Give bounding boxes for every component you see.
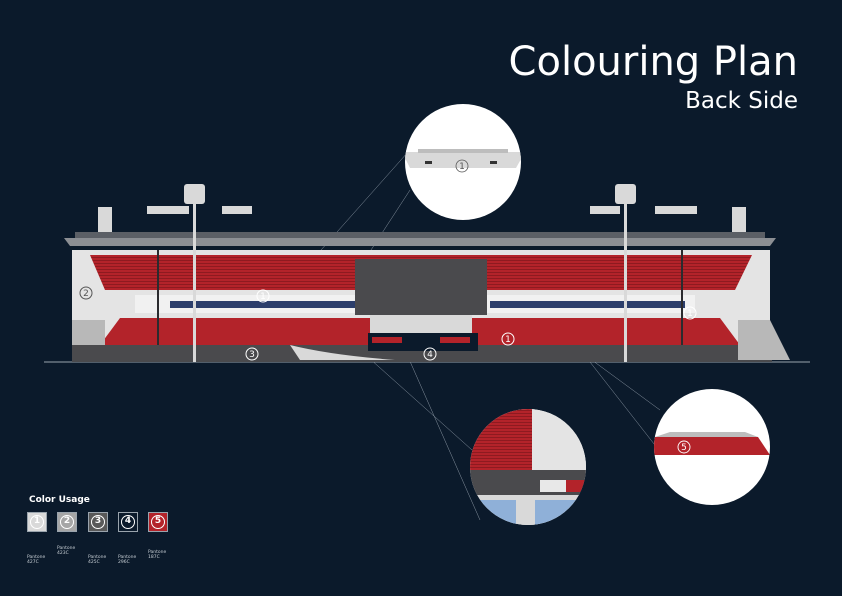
svg-text:4: 4: [427, 350, 433, 360]
left-stairs: [72, 320, 105, 345]
swatch-5-pantone: Pantone 187C: [148, 550, 167, 560]
marker-4-entrance: 4: [423, 347, 437, 361]
svg-text:5: 5: [681, 443, 687, 453]
legend-title: Color Usage: [29, 495, 90, 505]
page-title: Colouring Plan: [508, 39, 798, 85]
marker-1-base: 1: [501, 332, 515, 346]
floodlight-left: [184, 184, 205, 362]
concourse-windows: [170, 301, 685, 308]
swatch-2: 2: [57, 512, 77, 532]
right-stairs: [738, 320, 790, 360]
roof: [64, 238, 776, 246]
svg-text:1: 1: [505, 335, 511, 345]
swatch-3-pantone: Pantone 425C: [88, 555, 107, 565]
plaza-ramp: [290, 345, 395, 360]
entrance-sign-right: [440, 337, 470, 343]
swatch-1-pantone: Pantone 427C: [27, 555, 46, 565]
detail-circle-middle: [470, 409, 586, 525]
swatch-5-number: 5: [151, 515, 165, 529]
video-screen: [355, 259, 487, 315]
marker-3-plaza: 3: [245, 347, 259, 361]
swatch-4-pantone: Pantone 296C: [118, 555, 137, 565]
swatch-5: 5: [148, 512, 168, 532]
swatch-3-number: 3: [91, 515, 105, 529]
screen-support: [370, 315, 472, 333]
marker-1-concourse: 1: [256, 289, 270, 303]
entrance-sign-left: [372, 337, 402, 343]
detail-circle-right: 5: [654, 389, 770, 505]
svg-text:1: 1: [459, 162, 465, 172]
detail-circle-top: 1: [405, 104, 521, 220]
support-columns: [157, 250, 683, 345]
marker-1-right: 1: [683, 306, 697, 320]
swatch-4-number: 4: [121, 515, 135, 529]
page-subtitle: Back Side: [685, 88, 798, 114]
swatch-2-number: 2: [60, 515, 74, 529]
svg-text:1: 1: [260, 292, 266, 302]
swatch-1: 1: [27, 512, 47, 532]
swatch-3: 3: [88, 512, 108, 532]
swatch-1-number: 1: [30, 515, 44, 529]
swatch-2-pantone: Pantone 423C: [57, 546, 76, 556]
roof-units: [98, 206, 746, 232]
roof-edge: [75, 232, 765, 238]
stadium-markers: 1 2 1 1 3 4: [79, 286, 697, 361]
svg-text:3: 3: [249, 350, 255, 360]
marker-2-left: 2: [79, 286, 93, 300]
svg-text:2: 2: [83, 289, 89, 299]
floodlight-right: [615, 184, 636, 362]
svg-text:1: 1: [687, 309, 693, 319]
swatch-4: 4: [118, 512, 138, 532]
